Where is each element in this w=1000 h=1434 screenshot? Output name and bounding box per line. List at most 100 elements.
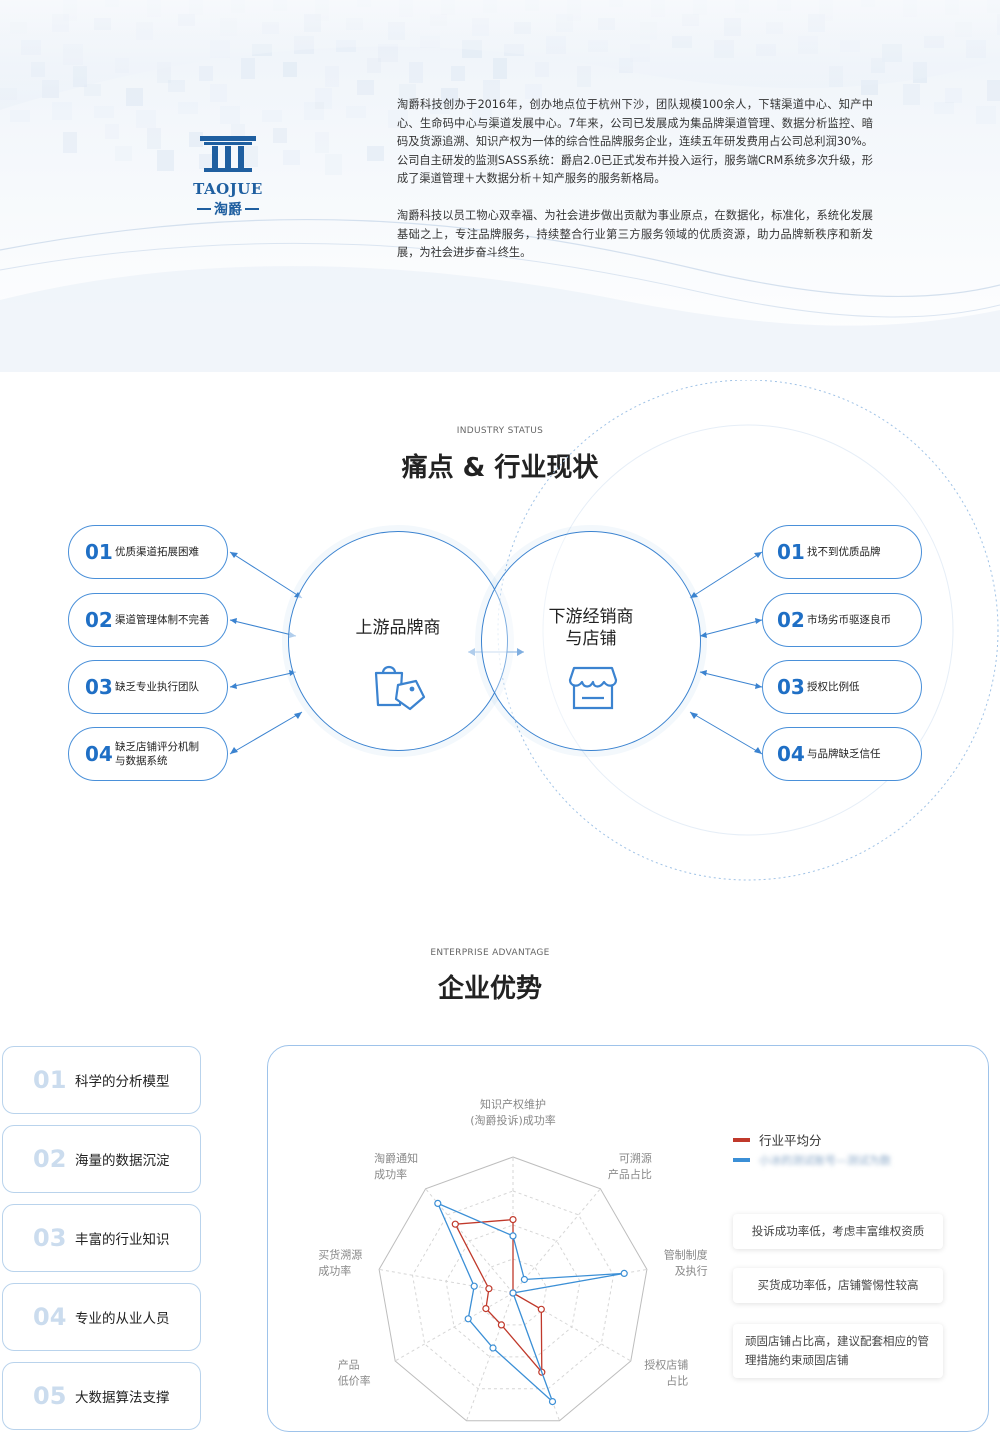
downstream-circle: [481, 531, 701, 751]
left-pain-point-4-num: 04: [85, 742, 113, 766]
hero-pattern-block: [367, 146, 384, 161]
left-pain-point-3: 03 缺乏专业执行团队: [68, 660, 228, 714]
hero-pattern-block: [987, 80, 1000, 101]
hero-pattern-block: [273, 128, 287, 143]
radar-point: [497, 1321, 505, 1329]
pillar-logo-icon: [200, 136, 256, 172]
insight-note-1: 投诉成功率低，考虑丰富维权资质: [733, 1214, 943, 1249]
radar-point: [537, 1305, 545, 1313]
advantage-title-en: ENTERPRISE ADVANTAGE: [430, 948, 550, 958]
right-pain-point-4: 04 与品牌缺乏信任: [762, 727, 922, 781]
radar-point: [434, 1199, 442, 1207]
industry-title-cn: 痛点 & 行业现状: [401, 453, 599, 483]
hero-pattern-block: [283, 150, 300, 165]
logo-chinese-text: 淘爵: [214, 202, 242, 218]
radar-axis-label: 可溯源产品占比: [608, 1151, 652, 1181]
hero-pattern-block: [399, 84, 416, 105]
upstream-label: 上游品牌商: [355, 618, 441, 638]
hero-pattern-block: [441, 88, 458, 103]
radar-ring: [411, 1190, 615, 1390]
radar-spoke: [466, 1292, 514, 1421]
hero-pattern-block: [168, 80, 185, 92]
advantage-item-3-num: 03: [33, 1224, 67, 1252]
left-pain-point-1-text: 优质渠道拓展困难: [115, 546, 199, 558]
radar-axis-label: 淘爵通知成功率: [374, 1151, 418, 1181]
hero-pattern-block: [934, 102, 954, 114]
hero-pattern-block: [136, 110, 156, 128]
radar-axis-label: 买货溯源成功率: [318, 1248, 362, 1278]
hero-pattern-block: [315, 88, 332, 109]
radar-axis-label-line1: 管制制度: [664, 1248, 708, 1262]
advantage-item-5: 05 大数据算法支撑: [2, 1362, 201, 1430]
hero-pattern-block: [63, 132, 77, 153]
left-pain-point-4-line1: 缺乏店铺评分机制: [115, 741, 199, 753]
advantage-item-3: 03 丰富的行业知识: [2, 1204, 201, 1272]
radar-axis-label-line1: 淘爵通知: [374, 1151, 418, 1165]
hero-pattern-block: [525, 84, 542, 99]
right-pain-point-1: 01 找不到优质品牌: [762, 525, 922, 579]
left-pain-point-4-text: 缺乏店铺评分机制 与数据系统: [115, 740, 199, 768]
radar-axis-label-line2: 低价率: [338, 1374, 371, 1388]
radar-axis-label-line1: 可溯源: [619, 1151, 652, 1165]
hero-pattern-block: [483, 80, 500, 101]
legend-item-1: 行业平均分: [733, 1130, 822, 1149]
left-pain-point-1: 01 优质渠道拓展困难: [68, 525, 228, 579]
advantage-title-cn: 企业优势: [437, 974, 542, 1004]
hero-pattern-block: [945, 88, 962, 103]
radar-point: [509, 1289, 517, 1297]
advantage-item-4: 04 专业的从业人员: [2, 1283, 201, 1351]
hero-pattern-block: [315, 132, 329, 153]
radar-chart: 知识产权维护(淘爵投诉)成功率可溯源产品占比管制制度及执行授权店铺占比顽固店铺占…: [318, 1097, 708, 1422]
hero-pattern-block: [283, 62, 297, 77]
hero-pattern-block: [199, 154, 216, 169]
radar-point: [548, 1398, 557, 1406]
insight-note-2: 买货成功率低，店铺警惕性较高: [733, 1268, 943, 1303]
radar-spoke: [425, 1188, 514, 1294]
hero-pattern-block: [94, 106, 114, 118]
right-pain-point-1-text: 找不到优质品牌: [807, 546, 881, 558]
hero-pattern-block: [241, 146, 258, 167]
left-pain-point-4: 04 缺乏店铺评分机制 与数据系统: [68, 727, 228, 781]
intro-paragraph-2: 淘爵科技以员工物心双幸福、为社会进步做出贡献为事业原点，在数据化，标准化，系统化…: [397, 208, 873, 260]
radar-point: [509, 1216, 517, 1224]
left-pain-point-1-num: 01: [85, 540, 113, 564]
insight-note-3: 顽固店铺占比高，建议配套相应的管理措施约束顽固店铺: [733, 1324, 943, 1378]
radar-axis-label-line2: 占比: [666, 1374, 688, 1388]
radar-axis-labels: 知识产权维护(淘爵投诉)成功率可溯源产品占比管制制度及执行授权店铺占比顽固店铺占…: [318, 1097, 708, 1388]
radar-axis-label: 知识产权维护 (淘爵投诉)成功率: [470, 1097, 556, 1127]
left-pain-point-4-line2: 与数据系统: [115, 755, 168, 767]
radar-ring: [445, 1224, 581, 1358]
radar-axis-label-line1: 买货溯源: [318, 1248, 362, 1262]
hero-pattern-block: [325, 154, 342, 175]
radar-point: [620, 1269, 628, 1277]
hero-pattern-block: [189, 132, 203, 147]
hero-pattern-block: [126, 88, 143, 106]
hero-pattern-block: [157, 150, 174, 171]
advantage-item-4-num: 04: [33, 1303, 67, 1331]
hero-pattern-block: [304, 102, 324, 120]
radar-spoke: [512, 1292, 632, 1362]
legend-swatch-blue: [733, 1158, 750, 1162]
radar-point: [509, 1232, 517, 1240]
left-pain-point-2-num: 02: [85, 608, 113, 632]
legend-item-2: 小冰的测试账号—测试为数: [733, 1152, 891, 1168]
taojue-logo: TAOJUE 淘爵: [183, 134, 273, 219]
downstream-label: 下游经销商 与店铺: [511, 606, 671, 650]
hero-pattern-block: [367, 58, 381, 73]
advantage-item-1: 01 科学的分析模型: [2, 1046, 201, 1114]
hero-pattern-block: [178, 102, 198, 114]
radar-axis-label-line2: (淘爵投诉)成功率: [470, 1113, 556, 1127]
radar-point: [464, 1315, 472, 1323]
left-pain-point-2-text: 渠道管理体制不完善: [115, 614, 210, 626]
advantage-item-3-text: 丰富的行业知识: [75, 1232, 170, 1248]
hero-pattern-block: [378, 44, 398, 62]
advantage-item-2-num: 02: [33, 1145, 67, 1173]
radar-axis-label-line1: 知识产权维护: [480, 1097, 546, 1111]
hero-pattern-block: [220, 106, 240, 124]
downstream-label-line1: 下游经销商: [548, 607, 634, 627]
radar-axis-label-line2: 成功率: [374, 1167, 407, 1181]
radar-spoke: [394, 1292, 514, 1362]
hero-pattern-block: [10, 110, 30, 122]
radar-axis-label-line1: 授权店铺: [644, 1358, 688, 1372]
advantage-item-5-text: 大数据算法支撑: [75, 1390, 170, 1406]
